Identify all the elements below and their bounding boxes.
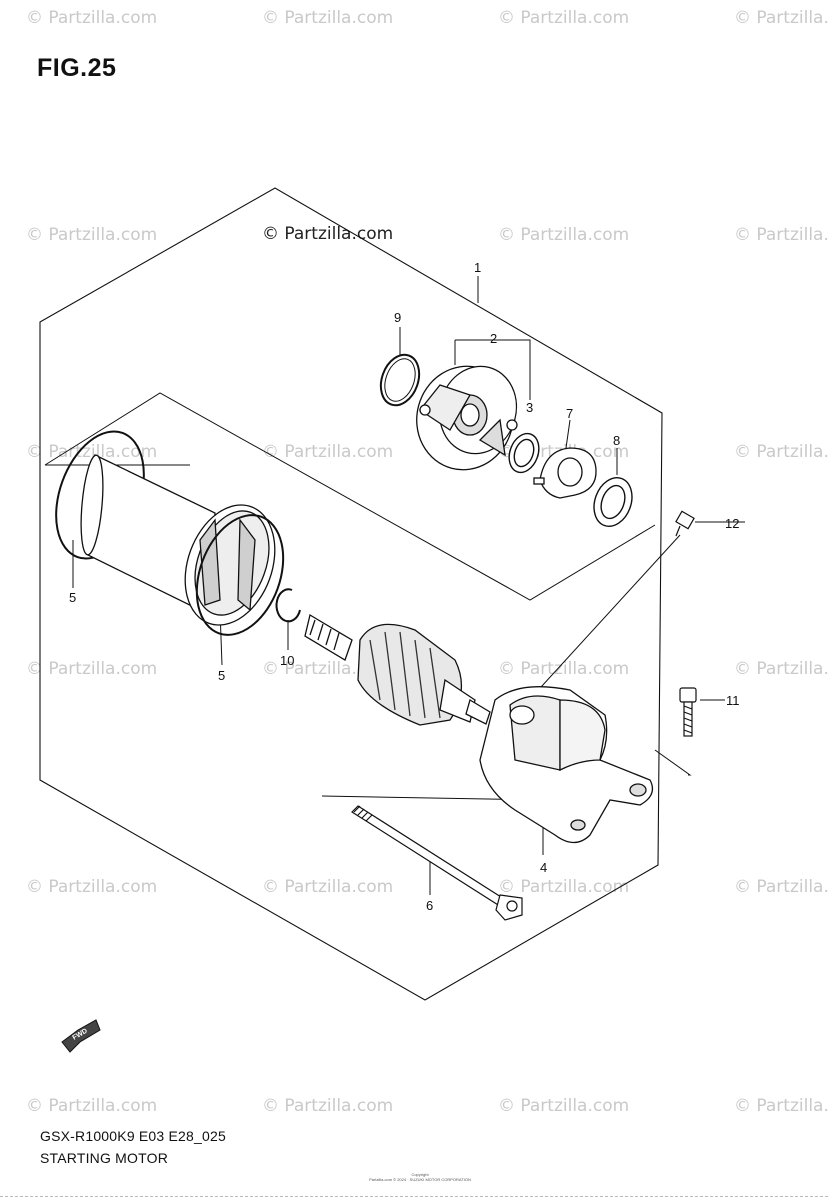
- callout-7: 7: [566, 406, 573, 421]
- yoke-part: [80, 453, 276, 626]
- watermark-r5c4: © Partzilla.com: [734, 877, 828, 897]
- screw-part: [675, 510, 695, 537]
- callout-3: 3: [526, 400, 533, 415]
- watermark-r4c3: © Partzilla.com: [498, 659, 630, 679]
- bolt-part: [679, 687, 697, 737]
- callout-8: 8: [613, 433, 620, 448]
- callout-6: 6: [426, 898, 433, 913]
- watermark-r6c4: © Partzilla.com: [734, 1096, 828, 1116]
- callout-5-left: 5: [69, 590, 76, 605]
- fwd-arrow-icon: FWD: [61, 1019, 101, 1053]
- watermark-r6c2: © Partzilla.com: [262, 1096, 394, 1116]
- callout-2: 2: [490, 331, 497, 346]
- watermark-r6c3: © Partzilla.com: [498, 1096, 630, 1116]
- through-bolt-part: [351, 805, 523, 921]
- watermark-r4c1: © Partzilla.com: [26, 659, 158, 679]
- watermark-r3c2: © Partzilla.com: [262, 442, 394, 462]
- o-ring-front-part: [379, 353, 421, 407]
- callout-10: 10: [280, 653, 294, 668]
- copyright-note: Copyright Partzilla.com © 2024 · SUZUKI …: [340, 1172, 500, 1182]
- watermark-r2c3: © Partzilla.com: [498, 225, 630, 245]
- front-housing-part: [416, 365, 518, 471]
- callout-12: 12: [725, 516, 739, 531]
- copyright-line-1: Copyright: [411, 1172, 429, 1177]
- diagram-name: STARTING MOTOR: [40, 1150, 169, 1166]
- washer-part: [593, 477, 633, 527]
- watermark-r3c4: © Partzilla.com: [734, 442, 828, 462]
- watermark-r6c1: © Partzilla.com: [26, 1096, 158, 1116]
- assembly-outline: [39, 187, 663, 1001]
- copyright-line-2: Partzilla.com © 2024 · SUZUKI MOTOR CORP…: [369, 1177, 471, 1182]
- figure-title: FIG.25: [37, 54, 117, 82]
- callout-5-right: 5: [218, 668, 225, 683]
- callout-1: 1: [474, 260, 481, 275]
- callout-11: 11: [726, 693, 740, 708]
- watermark-r3c1: © Partzilla.com: [26, 442, 158, 462]
- inner-outline-top: [44, 392, 656, 601]
- washer-plate-part: [533, 447, 597, 499]
- diagram-code: GSX-R1000K9 E03 E28_025: [40, 1128, 226, 1144]
- watermark-r5c1: © Partzilla.com: [26, 877, 158, 897]
- watermark-r5c3: © Partzilla.com: [498, 877, 630, 897]
- watermark-r1c1: © Partzilla.com: [26, 8, 158, 28]
- watermark-r1c3: © Partzilla.com: [498, 8, 630, 28]
- watermark-r2c1: © Partzilla.com: [26, 225, 158, 245]
- armature-part: [304, 613, 491, 726]
- callout-9: 9: [394, 310, 401, 325]
- watermark-r4c4: © Partzilla.com: [734, 659, 828, 679]
- o-ring-large-right: [195, 514, 285, 636]
- watermark-r1c4: © Partzilla.com: [734, 8, 828, 28]
- seal-part: [508, 432, 540, 474]
- bottom-divider: [0, 1196, 828, 1197]
- callout-4: 4: [540, 860, 547, 875]
- watermark-r1c2: © Partzilla.com: [262, 8, 394, 28]
- rear-housing-part: [479, 686, 654, 844]
- center-watermark: © Partzilla.com: [262, 224, 394, 244]
- watermark-r2c4: © Partzilla.com: [734, 225, 828, 245]
- circlip-part: [275, 588, 301, 623]
- watermark-r5c2: © Partzilla.com: [262, 877, 394, 897]
